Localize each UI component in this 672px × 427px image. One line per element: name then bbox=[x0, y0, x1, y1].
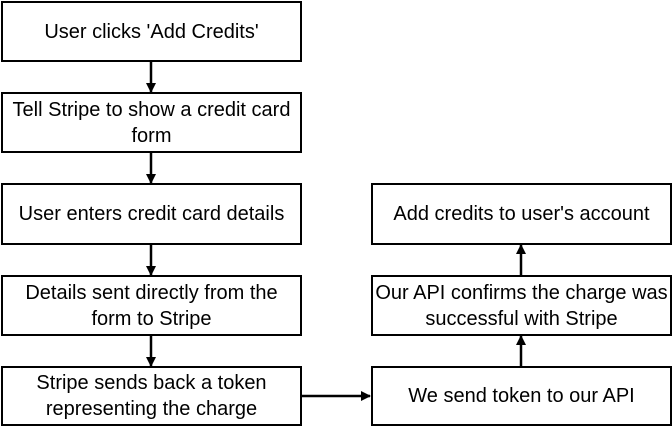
node-label: User enters credit card details bbox=[18, 203, 285, 225]
node-send-token-to-api: We send token to our API bbox=[371, 366, 672, 426]
node-stripe-sends-token: Stripe sends back a token representing t… bbox=[1, 366, 302, 426]
node-label: Add credits to user's account bbox=[393, 203, 650, 225]
node-details-sent-to-stripe: Details sent directly from the form to S… bbox=[1, 275, 302, 336]
node-user-clicks-add-credits: User clicks 'Add Credits' bbox=[1, 1, 302, 62]
node-label: Tell Stripe to show a credit card form bbox=[12, 98, 291, 147]
node-label: Our API confirms the charge was successf… bbox=[375, 281, 668, 330]
node-add-credits-to-account: Add credits to user's account bbox=[371, 183, 672, 245]
node-user-enters-card-details: User enters credit card details bbox=[1, 183, 302, 245]
node-label: User clicks 'Add Credits' bbox=[44, 20, 259, 43]
node-api-confirms-charge: Our API confirms the charge was successf… bbox=[371, 275, 672, 336]
node-label: Details sent directly from the form to S… bbox=[25, 281, 278, 330]
node-tell-stripe-show-form: Tell Stripe to show a credit card form bbox=[1, 92, 302, 153]
node-label: We send token to our API bbox=[408, 385, 635, 407]
node-label: Stripe sends back a token representing t… bbox=[36, 372, 267, 420]
